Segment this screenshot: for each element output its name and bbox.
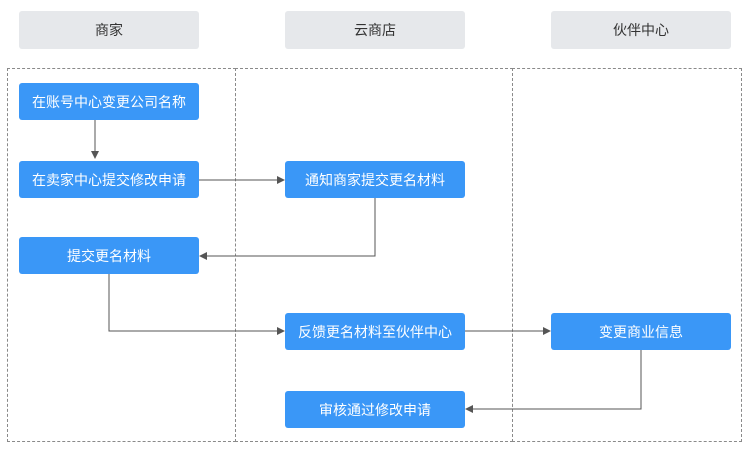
lane-header-partner-center: 伙伴中心	[551, 11, 731, 49]
connector-notify-to-materials	[199, 198, 376, 260]
node-submit-modification-request: 在卖家中心提交修改申请	[19, 161, 199, 198]
node-submit-rename-materials: 提交更名材料	[19, 237, 199, 274]
node-review-request: 审核通过修改申请	[285, 391, 465, 428]
node-change-company-name: 在账号中心变更公司名称	[19, 83, 199, 120]
connector-materials-to-forward	[108, 274, 285, 335]
connector-business-to-review	[465, 350, 642, 413]
node-forward-materials: 反馈更名材料至伙伴中心	[285, 313, 465, 350]
lane-header-cloud-store: 云商店	[285, 11, 465, 49]
swimlane-partner-center	[512, 68, 742, 442]
node-change-business-info: 变更商业信息	[551, 313, 731, 350]
node-notify-merchant: 通知商家提交更名材料	[285, 161, 465, 198]
lane-header-merchant: 商家	[19, 11, 199, 49]
